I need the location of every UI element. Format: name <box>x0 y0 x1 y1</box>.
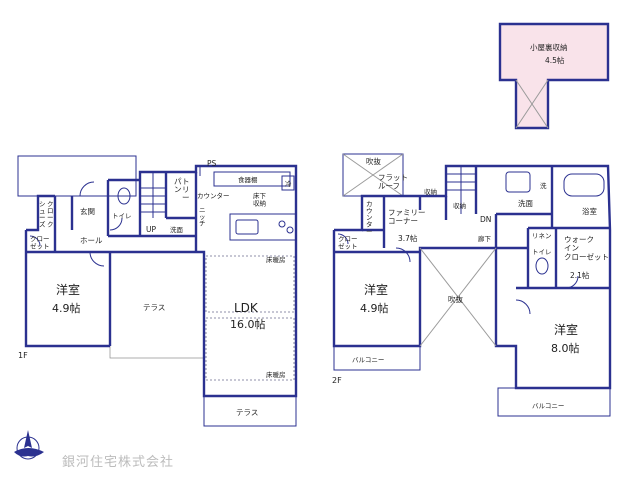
compass-swoosh-icon <box>14 448 44 457</box>
storage-a-label: 収納 <box>424 187 437 196</box>
kitchen-counter <box>229 213 297 241</box>
sink-icon <box>235 219 259 235</box>
hallway-label: 廊下 <box>478 234 492 243</box>
linen-label: リネン <box>532 232 552 240</box>
washroom-1f-label: 洗面 <box>170 225 184 234</box>
door-walkin <box>565 275 579 289</box>
door-master <box>515 299 531 315</box>
void-top-label: 吹抜 <box>366 156 381 166</box>
door-2f-closet <box>337 233 349 245</box>
floor-2f <box>332 153 612 417</box>
door-2f-bedroom <box>395 247 411 263</box>
toilet-2f-label: トイレ <box>532 248 552 256</box>
balcony-left-label: バルコニー <box>352 356 384 364</box>
underfloor-label: 床下収納 <box>253 191 267 207</box>
attic: 小屋裏収納 4.5帖 <box>498 22 610 130</box>
washroom-2f-label: 洗面 <box>518 198 533 208</box>
wall-top-left <box>26 194 55 232</box>
floor-heat-top-label: 床暖房 <box>266 255 286 264</box>
void-center-label: 吹抜 <box>448 294 463 304</box>
attic-size: 4.5帖 <box>545 55 565 65</box>
master-name: 洋室 <box>554 322 578 337</box>
western-2f-size: 4.9帖 <box>360 302 389 315</box>
western-2f-name: 洋室 <box>364 282 388 297</box>
cupboard-counter <box>213 171 291 187</box>
pantry-label: パントリー <box>174 177 190 202</box>
floor-1f-labels: PS シューズクローク 玄関 トイレ ホール クローゼット 洋室 4.9帖 テラ… <box>18 159 292 417</box>
family-corner-label: ファミリーコーナー <box>388 208 426 226</box>
genkan-label: 玄関 <box>80 206 95 216</box>
western-1f-name: 洋室 <box>56 282 80 297</box>
entrance-porch <box>17 155 137 197</box>
ldk-name: LDK <box>234 301 259 315</box>
closet-1f-label: クローゼット <box>30 235 50 250</box>
door-bedroom <box>89 251 105 267</box>
door-closet <box>29 235 41 247</box>
closet-2f-label: クローゼット <box>338 235 358 250</box>
attic-room <box>498 22 610 130</box>
wall-main <box>110 164 298 398</box>
family-size-label: 3.7帖 <box>398 233 418 243</box>
fridge-label: 冷 <box>285 179 292 188</box>
floor-heat-bottom-label: 床暖房 <box>266 370 286 379</box>
up-label: UP <box>146 225 156 234</box>
toilet-fixture-2f <box>535 257 549 275</box>
terrace-bottom-label: テラス <box>236 408 258 417</box>
master-size: 8.0帖 <box>551 342 580 355</box>
floor-2f-label: 2F <box>332 376 342 385</box>
fridge-box <box>281 175 295 191</box>
counter-1f-label: カウンター <box>197 191 230 200</box>
stairs-1f <box>140 172 166 218</box>
door-toilet <box>109 217 123 231</box>
wash-label: 洗 <box>540 181 547 190</box>
compass-arrow-icon <box>24 430 32 448</box>
attic-name: 小屋裏収納 <box>530 42 568 52</box>
floor-heating-bottom <box>205 317 295 381</box>
shoes-cloak-label: シューズクローク <box>39 200 54 228</box>
bath-label: 浴室 <box>582 206 597 216</box>
door-entrance <box>79 181 95 197</box>
toilet-fixture-1f <box>117 187 131 205</box>
wall-2f-exterior <box>332 164 612 390</box>
wall-left <box>24 230 110 348</box>
balcony-right-label: バルコニー <box>532 402 564 410</box>
niche-label: ニッチ <box>199 206 206 228</box>
walkin-label: ウォークインクローゼット <box>564 235 609 261</box>
counter-2f-label: カウンター <box>366 200 373 235</box>
flat-roof-label: フラットルーフ <box>378 173 408 191</box>
compass <box>14 430 44 460</box>
ldk-size: 16.0帖 <box>230 318 266 331</box>
ps-label: PS <box>207 159 217 168</box>
terrace-top-label: テラス <box>143 303 165 312</box>
stairs-2f <box>446 166 476 214</box>
wash-basin-icon <box>505 171 531 193</box>
western-1f-size: 4.9帖 <box>52 302 81 315</box>
toilet-1f-label: トイレ <box>112 212 132 220</box>
stove-burner-icon <box>278 220 286 228</box>
dn-label: DN <box>480 215 491 224</box>
bathtub-icon <box>563 173 605 197</box>
floor-2f-labels: 吹抜 フラットルーフ 収納 収納 DN カウンター ファミリーコーナー 3.7帖… <box>332 156 609 410</box>
cupboard-label: 食器棚 <box>238 175 258 184</box>
floor-1f <box>17 155 298 427</box>
stove-burner-icon <box>286 226 294 234</box>
storage-b-label: 収納 <box>453 201 466 210</box>
company-logo-text: 銀河住宅株式会社 <box>62 454 174 470</box>
floor-heating-top <box>205 255 295 313</box>
floor-1f-label: 1F <box>18 351 28 360</box>
walkin-size-label: 2.1帖 <box>570 270 590 280</box>
hall-label: ホール <box>80 236 103 245</box>
